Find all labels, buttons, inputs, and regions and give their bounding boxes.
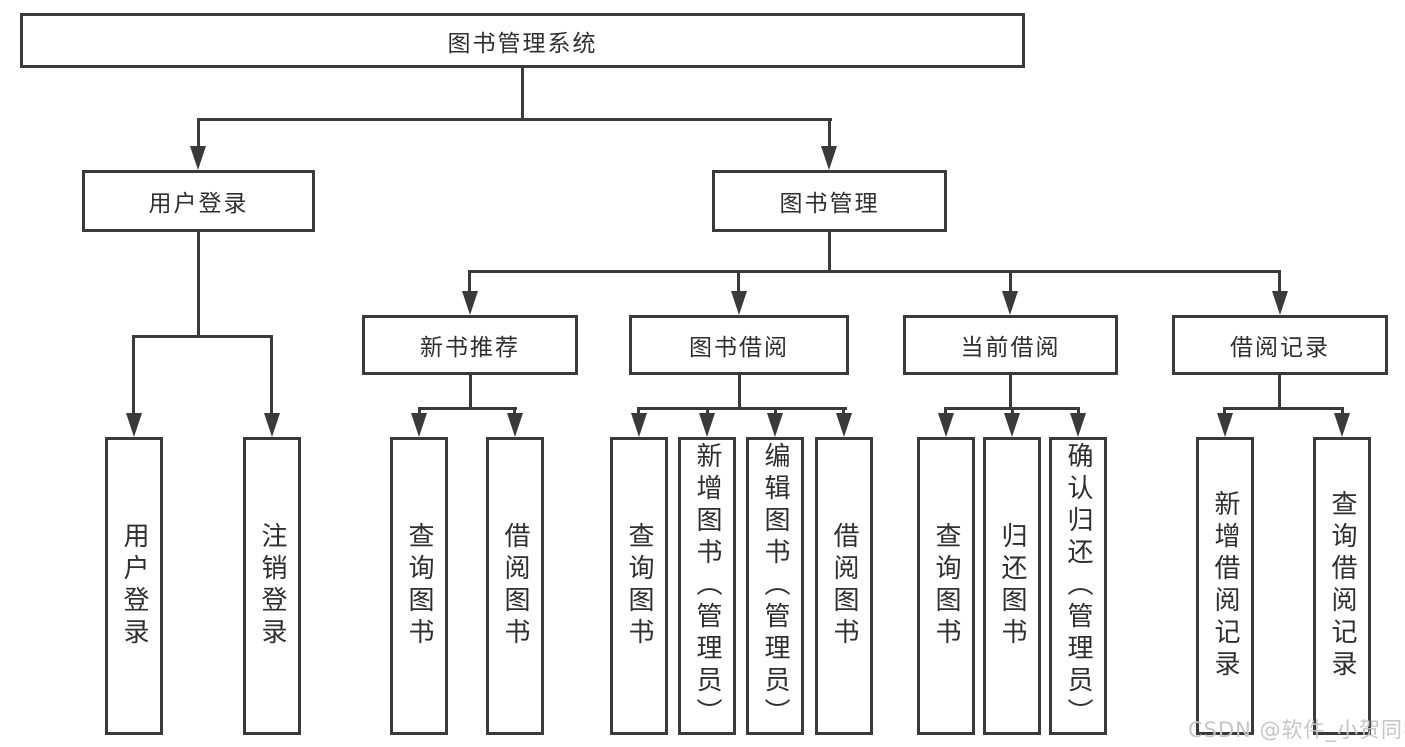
arrow-down-icon: [1272, 291, 1288, 315]
leaf-borrow-books-recommend-label: 借阅图书: [500, 522, 530, 650]
arrow-down-icon: [631, 413, 647, 437]
connector-vline: [1009, 375, 1012, 407]
node-current-borrowing: 当前借阅: [903, 315, 1118, 375]
arrow-down-icon: [462, 291, 478, 315]
arrow-down-icon: [938, 413, 954, 437]
connector-vline: [1223, 407, 1226, 416]
connector-vline: [1077, 407, 1080, 416]
arrow-down-icon: [190, 146, 206, 170]
connector-vline: [706, 407, 709, 416]
connector-hline: [418, 407, 517, 410]
leaf-query-books-recommend: 查询图书: [390, 437, 448, 735]
leaf-add-borrow-record: 新增借阅记录: [1196, 437, 1254, 735]
connector-vline: [737, 270, 740, 295]
connector-vline: [1278, 375, 1281, 407]
connector-vline: [738, 375, 741, 407]
node-new-book-recommend: 新书推荐: [362, 315, 578, 375]
arrow-down-icon: [1334, 413, 1350, 437]
node-book-management-label: 图书管理: [779, 191, 880, 217]
leaf-borrow-books-recommend: 借阅图书: [486, 437, 544, 735]
node-new-book-recommend-label: 新书推荐: [420, 335, 520, 361]
connector-vline: [513, 407, 516, 416]
leaf-borrow-books-borrowing: 借阅图书: [815, 437, 873, 735]
leaf-logout-label: 注销登录: [257, 522, 287, 650]
arrow-down-icon: [767, 413, 783, 437]
arrow-down-icon: [264, 413, 280, 437]
connector-vline: [270, 335, 273, 416]
leaf-query-borrow-record-label: 查询借阅记录: [1327, 490, 1357, 682]
leaf-query-books-borrowing: 查询图书: [610, 437, 668, 735]
leaf-return-book-label: 归还图书: [997, 522, 1027, 650]
arrow-down-icon: [731, 291, 747, 315]
connector-vline: [197, 232, 200, 335]
node-book-borrowing-label: 图书借阅: [689, 335, 789, 361]
connector-vline: [468, 270, 471, 295]
arrow-down-icon: [699, 413, 715, 437]
leaf-user-login-label: 用户登录: [119, 522, 149, 650]
connector-hline: [132, 335, 273, 338]
connector-vline: [521, 68, 524, 118]
node-borrow-records-label: 借阅记录: [1230, 335, 1330, 361]
connector-vline: [774, 407, 777, 416]
connector-vline: [637, 407, 640, 416]
node-book-management: 图书管理: [712, 170, 947, 232]
connector-vline: [1341, 407, 1344, 416]
leaf-add-book-admin: 新增图书（管理员）: [678, 437, 736, 735]
node-root-label: 图书管理系统: [447, 30, 598, 57]
leaf-edit-book-admin-label: 编辑图书（管理员）: [760, 442, 790, 730]
connector-vline: [842, 407, 845, 416]
arrow-down-icon: [1070, 413, 1086, 437]
connector-hline: [197, 118, 832, 121]
arrow-down-icon: [1002, 291, 1018, 315]
leaf-edit-book-admin: 编辑图书（管理员）: [746, 437, 804, 735]
connector-vline: [828, 118, 831, 150]
connector-hline: [469, 270, 1281, 273]
connector-vline: [418, 407, 421, 416]
leaf-logout: 注销登录: [243, 437, 301, 735]
node-root: 图书管理系统: [20, 13, 1025, 68]
node-current-borrowing-label: 当前借阅: [960, 335, 1061, 361]
connector-vline: [469, 375, 472, 407]
connector-hline: [1223, 407, 1344, 410]
watermark: CSDN @软件_小贺同学: [1188, 718, 1405, 742]
connector-hline: [637, 407, 847, 410]
connector-vline: [944, 407, 947, 416]
node-user-login: 用户登录: [82, 170, 315, 232]
connector-vline: [132, 335, 135, 416]
leaf-confirm-return-admin-label: 确认归还（管理员）: [1063, 442, 1093, 730]
connector-vline: [828, 232, 831, 270]
leaf-add-book-admin-label: 新增图书（管理员）: [692, 442, 722, 730]
connector-vline: [1278, 270, 1281, 295]
leaf-query-borrow-record: 查询借阅记录: [1313, 437, 1371, 735]
arrow-down-icon: [821, 146, 837, 170]
leaf-user-login: 用户登录: [105, 437, 163, 735]
leaf-confirm-return-admin: 确认归还（管理员）: [1049, 437, 1107, 735]
arrow-down-icon: [411, 413, 427, 437]
connector-vline: [1011, 407, 1014, 416]
leaf-return-book: 归还图书: [983, 437, 1041, 735]
leaf-query-books-current: 查询图书: [917, 437, 975, 735]
arrow-down-icon: [1217, 413, 1233, 437]
leaf-add-borrow-record-label: 新增借阅记录: [1210, 490, 1240, 682]
leaf-query-books-recommend-label: 查询图书: [404, 522, 434, 650]
arrow-down-icon: [507, 413, 523, 437]
arrow-down-icon: [1004, 413, 1020, 437]
connector-vline: [1009, 270, 1012, 295]
leaf-query-books-current-label: 查询图书: [931, 522, 961, 650]
arrow-down-icon: [836, 413, 852, 437]
connector-vline: [197, 118, 200, 150]
node-book-borrowing: 图书借阅: [629, 315, 849, 375]
leaf-borrow-books-borrowing-label: 借阅图书: [829, 522, 859, 650]
node-borrow-records: 借阅记录: [1172, 315, 1388, 375]
arrow-down-icon: [126, 413, 142, 437]
node-user-login-label: 用户登录: [148, 191, 249, 217]
leaf-query-books-borrowing-label: 查询图书: [624, 522, 654, 650]
